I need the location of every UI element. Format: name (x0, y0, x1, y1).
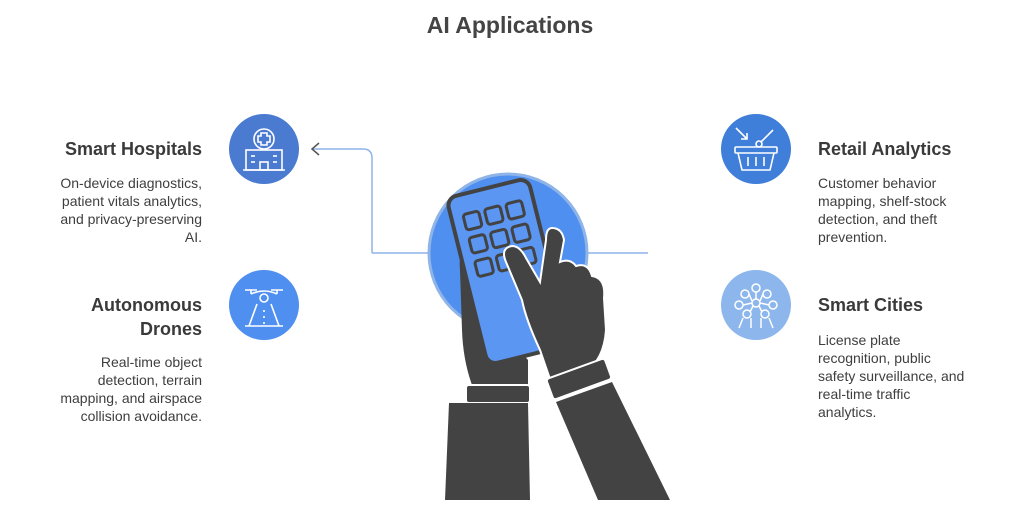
city-network-icon (734, 283, 778, 329)
autonomous-drones-description: Real-time object detection, terrain mapp… (60, 354, 202, 424)
right-hand-icon (503, 226, 670, 500)
smart-cities-description: License plate recognition, public safety… (818, 332, 965, 420)
autonomous-drones-heading: Autonomous Drones (91, 295, 202, 339)
drone-icon-circle (229, 270, 299, 340)
connector-arrow-head (310, 142, 320, 156)
hospital-icon (243, 128, 285, 171)
smart-hospitals-description: On-device diagnostics, patient vitals an… (60, 175, 202, 245)
retail-analytics-description: Customer behavior mapping, shelf-stock d… (818, 175, 947, 245)
smart-cities-heading: Smart Cities (818, 295, 924, 315)
cities-icon-circle (721, 270, 791, 340)
drone-icon (245, 289, 283, 327)
hospital-icon-circle (229, 114, 299, 184)
retail-icon-circle (721, 114, 791, 184)
retail-analytics-heading: Retail Analytics (818, 139, 952, 159)
shopping-basket-icon (734, 127, 778, 171)
connector-line-hospitals (312, 148, 373, 253)
page-title: AI Applications (426, 12, 594, 38)
smart-hospitals-heading: Smart Hospitals (64, 139, 202, 159)
